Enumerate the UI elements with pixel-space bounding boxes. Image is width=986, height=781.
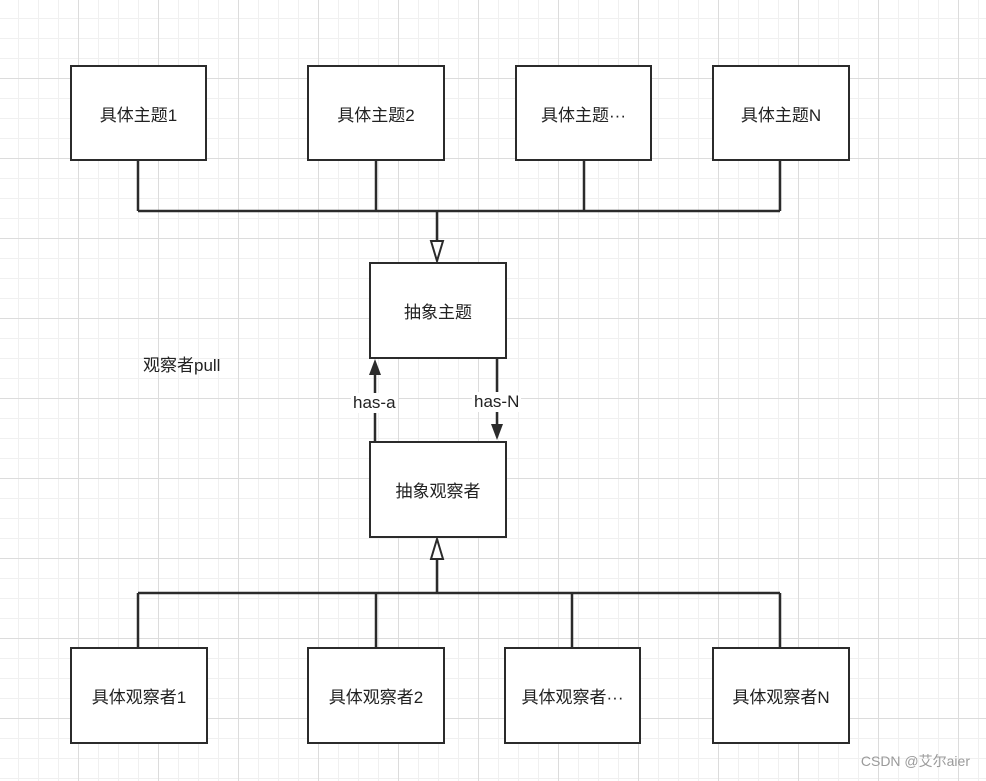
concrete-observer-1-box: 具体观察者1 [70, 647, 208, 744]
concrete-observer-1-label: 具体观察者1 [91, 688, 187, 707]
has-a-arrowhead [369, 359, 381, 375]
concrete-subject-2-box: 具体主题2 [307, 65, 445, 161]
has-n-arrowhead [491, 424, 503, 440]
subject-inheritance-arrowhead [429, 240, 445, 265]
concrete-observer-3-box: 具体观察者··· [504, 647, 641, 744]
has-a-label: has-a [351, 393, 398, 413]
concrete-observer-2-label: 具体观察者2 [328, 688, 424, 707]
concrete-observer-2-box: 具体观察者2 [307, 647, 445, 744]
abstract-observer-label: 抽象观察者 [395, 482, 481, 501]
observer-pull-note: 观察者pull [143, 356, 221, 375]
concrete-observer-3-label: 具体观察者··· [521, 688, 624, 707]
abstract-observer-box: 抽象观察者 [369, 441, 507, 538]
concrete-subject-1-box: 具体主题1 [70, 65, 207, 161]
concrete-subject-1-label: 具体主题1 [99, 105, 178, 125]
concrete-observer-n-label: 具体观察者N [732, 688, 830, 707]
abstract-subject-box: 抽象主题 [369, 262, 507, 359]
abstract-subject-label: 抽象主题 [404, 303, 472, 322]
csdn-watermark: CSDN @艾尔aier [860, 753, 970, 769]
observer-inheritance-arrowhead [429, 535, 445, 560]
concrete-subject-3-box: 具体主题··· [515, 65, 652, 161]
concrete-subject-3-label: 具体主题··· [541, 105, 626, 125]
concrete-subject-n-label: 具体主题N [740, 105, 822, 125]
concrete-observer-n-box: 具体观察者N [712, 647, 850, 744]
concrete-subject-2-label: 具体主题2 [337, 105, 415, 125]
has-n-label: has-N [472, 392, 522, 412]
concrete-subject-n-box: 具体主题N [712, 65, 850, 161]
